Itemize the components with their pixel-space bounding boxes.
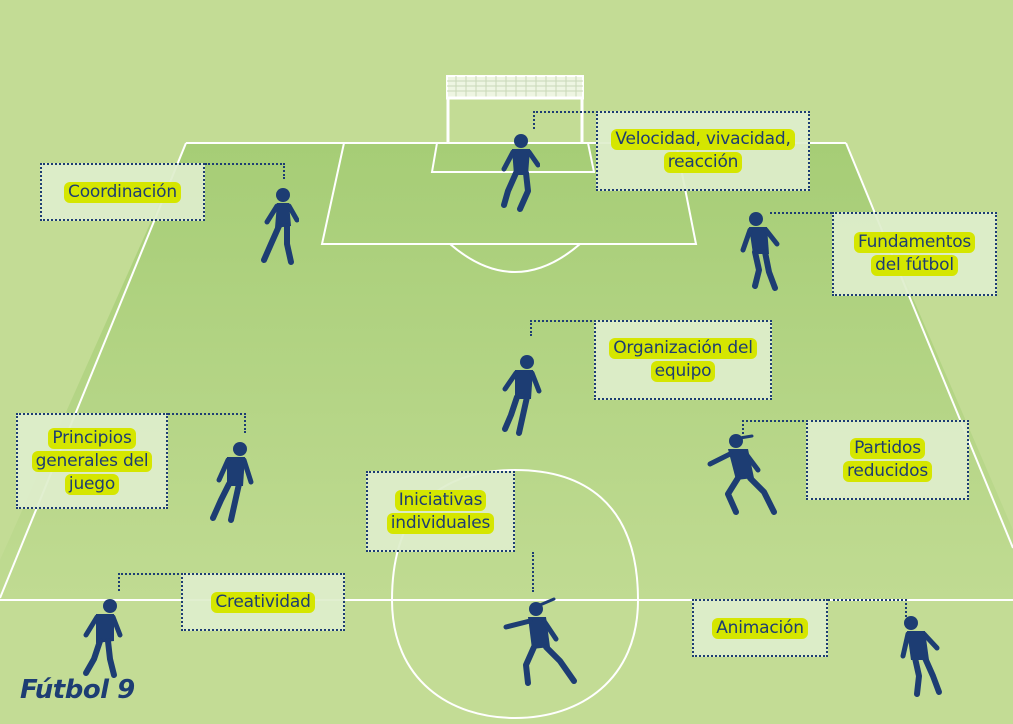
penalty-area	[320, 142, 698, 245]
label-animacion: Animación	[692, 599, 828, 657]
goal-net-icon	[446, 75, 584, 143]
leader-organizacion	[530, 320, 596, 336]
player-silhouette-icon	[740, 212, 780, 291]
leader-velocidad	[533, 111, 598, 129]
leader-coordinacion	[205, 163, 285, 179]
player-silhouette-icon	[900, 616, 942, 697]
player-silhouette-icon	[83, 599, 123, 678]
label-text: Principios	[48, 427, 136, 449]
label-text: equipo	[650, 361, 716, 382]
player-silhouette-icon	[501, 134, 540, 212]
player-silhouette-icon	[503, 597, 577, 686]
leader-fundamentos	[770, 212, 832, 214]
label-iniciativas: Iniciativas individuales	[366, 471, 515, 552]
leader-iniciativas	[515, 552, 534, 592]
label-creatividad: Creatividad	[181, 573, 345, 631]
label-principios: Principios generales del juego	[16, 413, 168, 509]
label-fundamentos: Fundamentos del fútbol	[832, 212, 997, 296]
label-organizacion: Organización del equipo	[594, 320, 772, 400]
label-text: Animación	[712, 617, 808, 639]
label-text: Partidos	[850, 438, 925, 459]
diagram-title: Fútbol 9	[20, 675, 135, 705]
label-text: Fundamentos	[853, 232, 976, 253]
leader-partidos	[742, 420, 808, 438]
player-silhouette-icon	[210, 442, 254, 523]
label-text: individuales	[386, 512, 495, 534]
label-velocidad: Velocidad, vivacidad, reacción	[596, 111, 810, 191]
label-text: Iniciativas	[394, 489, 487, 511]
label-text: Velocidad, vivacidad,	[611, 129, 795, 150]
penalty-arc	[449, 243, 581, 273]
label-text: Creatividad	[211, 591, 315, 613]
leader-principios	[168, 413, 246, 433]
label-text: Coordinación	[64, 181, 181, 203]
label-text: juego	[64, 473, 120, 495]
leader-creatividad	[118, 573, 183, 591]
player-silhouette-icon	[707, 434, 777, 515]
label-text: reacción	[663, 152, 743, 173]
touchline-right	[845, 142, 1013, 549]
label-text: del fútbol	[871, 255, 958, 276]
player-silhouette-icon	[261, 188, 299, 265]
label-coordinacion: Coordinación	[40, 163, 205, 221]
goal-area	[430, 142, 596, 173]
label-text: generales del	[31, 450, 153, 472]
label-text: Organización del	[609, 338, 757, 359]
label-partidos: Partidos reducidos	[806, 420, 969, 500]
leader-animacion	[828, 599, 907, 617]
label-text: reducidos	[843, 461, 932, 482]
player-silhouette-icon	[502, 355, 542, 436]
